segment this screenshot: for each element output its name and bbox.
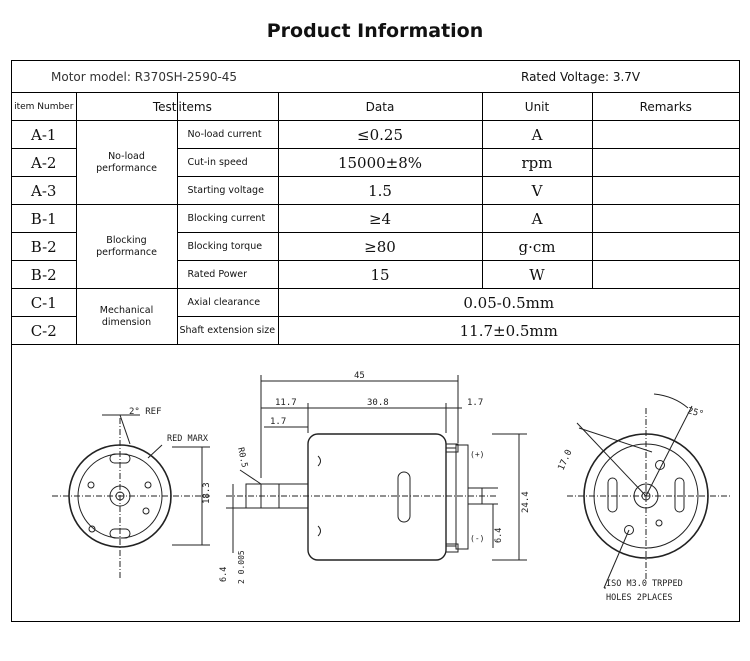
iso-note-line1: ISO M3.0 TRPPED [606, 579, 683, 589]
row-id: B-2 [12, 260, 77, 289]
row-data: 0.05-0.5mm [277, 288, 739, 317]
dim-24-4: 24.4 [521, 491, 531, 513]
row-unit: V [481, 176, 593, 205]
row-data: 11.7±0.5mm [277, 316, 739, 345]
table-row: A-3 Starting voltage 1.5 V [12, 176, 739, 205]
dim-11-7: 11.7 [275, 398, 297, 408]
col-remarks: Remarks [591, 93, 739, 121]
red-mark-label: RED MARX [167, 434, 209, 444]
row-id: B-1 [12, 204, 77, 233]
row-id: A-2 [12, 148, 77, 177]
row-unit: g·cm [481, 232, 593, 261]
model-row: Motor model: R370SH-2590-45 Rated Voltag… [12, 61, 739, 93]
spec-table: item Number Test items Data Unit Remarks… [12, 93, 739, 345]
dim-18-3: 18.3 [202, 482, 212, 504]
page-title: Product Information [266, 20, 484, 42]
row-data: ≥80 [277, 232, 483, 261]
col-unit: Unit [481, 93, 593, 121]
dim-45: 45 [354, 371, 365, 381]
row-data: ≤0.25 [277, 120, 483, 149]
row-data: ≥4 [277, 204, 483, 233]
row-item: Starting voltage [176, 176, 279, 205]
table-header: item Number Test items Data Unit Remarks [12, 93, 739, 121]
dim-1-7-left: 1.7 [270, 417, 286, 427]
row-unit: A [481, 120, 593, 149]
dim-17-0: 17.0 [557, 448, 575, 472]
row-remarks [591, 232, 739, 261]
row-id: C-1 [12, 288, 77, 317]
dim-6-4-right: 6.4 [494, 528, 504, 543]
row-id: B-2 [12, 232, 77, 261]
row-item: Shaft extension size [176, 316, 279, 345]
left-end-view: 2° REF RED MARX 18.3 [52, 407, 212, 578]
group-label: No-load performance [75, 120, 178, 205]
row-item: Axial clearance [176, 288, 279, 317]
spec-sheet: Motor model: R370SH-2590-45 Rated Voltag… [11, 60, 740, 622]
row-item: No-load current [176, 120, 279, 149]
table-row: A-1 No-load performance No-load current … [12, 120, 739, 205]
technical-drawing: 2° REF RED MARX 18.3 [52, 371, 732, 603]
dim-shaft-dia: 6.4 [219, 567, 229, 582]
col-data: Data [277, 93, 483, 121]
row-data: 1.5 [277, 176, 483, 205]
terminal-plus: (+) [470, 450, 484, 459]
row-remarks [591, 148, 739, 177]
row-id: A-3 [12, 176, 77, 205]
row-unit: W [481, 260, 593, 289]
dim-r0-5: R0.5 [235, 447, 249, 469]
row-remarks [591, 176, 739, 205]
col-item-number: item Number [12, 93, 77, 121]
side-view: 45 11.7 30.8 1.7 1.7 R0.5 6.4 2 0.005 (+… [219, 371, 531, 584]
col-items: items [176, 93, 279, 121]
dim-30-8: 30.8 [367, 398, 389, 408]
rated-voltage: Rated Voltage: 3.7V [521, 70, 641, 84]
group-label: Blocking performance [75, 204, 178, 289]
terminal-minus: (-) [470, 534, 484, 543]
table-row: B-1 Blocking performance Blocking curren… [12, 204, 739, 289]
row-data: 15000±8% [277, 148, 483, 177]
col-test: Test [75, 93, 177, 121]
row-data: 15 [277, 260, 483, 289]
row-item: Cut-in speed [176, 148, 279, 177]
table-row: C-1 Mechanical dimension Axial clearance… [12, 288, 739, 345]
dim-1-7-right: 1.7 [467, 398, 483, 408]
iso-note-line2: HOLES 2PLACES [606, 593, 673, 603]
row-remarks [591, 120, 739, 149]
row-remarks [591, 204, 739, 233]
row-remarks [591, 260, 739, 289]
row-unit: A [481, 204, 593, 233]
row-unit: rpm [481, 148, 593, 177]
group-label: Mechanical dimension [75, 288, 178, 345]
motor-model: Motor model: R370SH-2590-45 [51, 70, 238, 84]
table-row: B-2 Blocking torque ≥80 g·cm [12, 232, 739, 261]
right-end-view: 25° 17.0 ISO M3.0 TRPPED HOLES 2PLACES [557, 393, 732, 603]
row-id: A-1 [12, 120, 77, 149]
row-item: Blocking current [176, 204, 279, 233]
dim-shaft-tolerance: 2 0.005 [237, 550, 246, 584]
dim-25-deg: 25° [686, 406, 704, 420]
row-id: C-2 [12, 316, 77, 345]
table-row: C-2 Shaft extension size 11.7±0.5mm [12, 316, 739, 345]
row-item: Blocking torque [176, 232, 279, 261]
angle-ref-label: 2° REF [129, 407, 162, 417]
row-item: Rated Power [176, 260, 279, 289]
